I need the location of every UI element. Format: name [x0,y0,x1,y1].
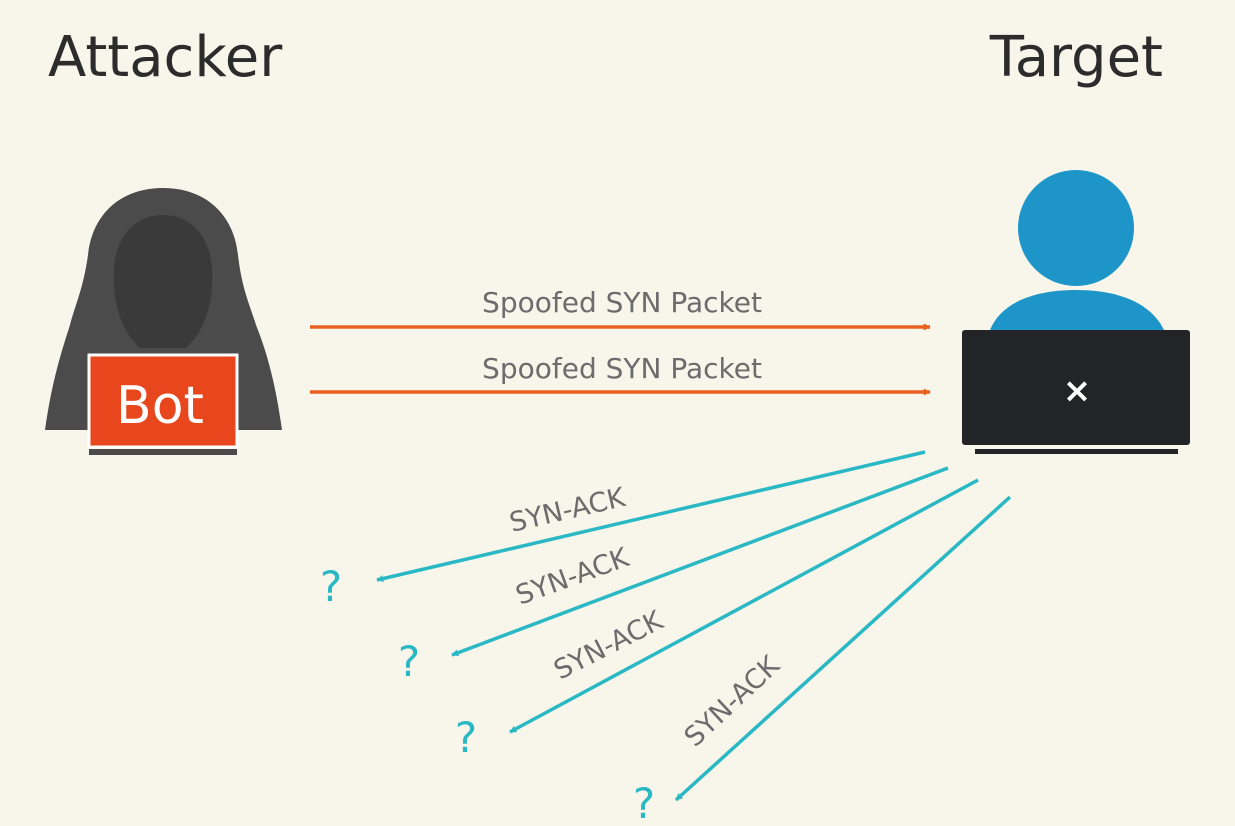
bot-label: Bot [116,376,204,436]
close-icon: × [1063,371,1092,411]
syn-packet-label-2: Spoofed SYN Packet [482,352,762,385]
bot-laptop: Bot [87,353,239,455]
target-shoulders [990,290,1164,330]
unknown-source-4: ? [633,779,655,826]
syn-ack-label-2: SYN-ACK [512,542,634,612]
target-head [1018,170,1134,286]
syn-ack-label-4: SYN-ACK [679,649,787,753]
syn-ack-arrow-1 [376,450,926,582]
bot-badge [87,353,239,449]
syn-packet-label-1: Spoofed SYN Packet [482,286,762,319]
unknown-source-3: ? [455,713,477,762]
syn-ack-label-1: SYN-ACK [507,482,630,539]
bot-laptop-base [89,449,237,455]
target-user-icon [990,170,1164,330]
syn-ack-arrow-4 [674,495,1012,802]
attacker-title: Attacker [48,25,283,90]
target-title: Target [989,25,1163,90]
syn-ack-label-3: SYN-ACK [549,605,669,687]
unknown-source-1: ? [320,562,342,611]
target-laptop-base [975,449,1178,454]
syn-ack-arrow-3 [509,478,979,734]
unknown-source-2: ? [398,637,420,686]
target-laptop-screen [962,330,1190,445]
syn-ack-arrow-2 [451,466,949,657]
target-laptop-icon: × [962,330,1190,454]
